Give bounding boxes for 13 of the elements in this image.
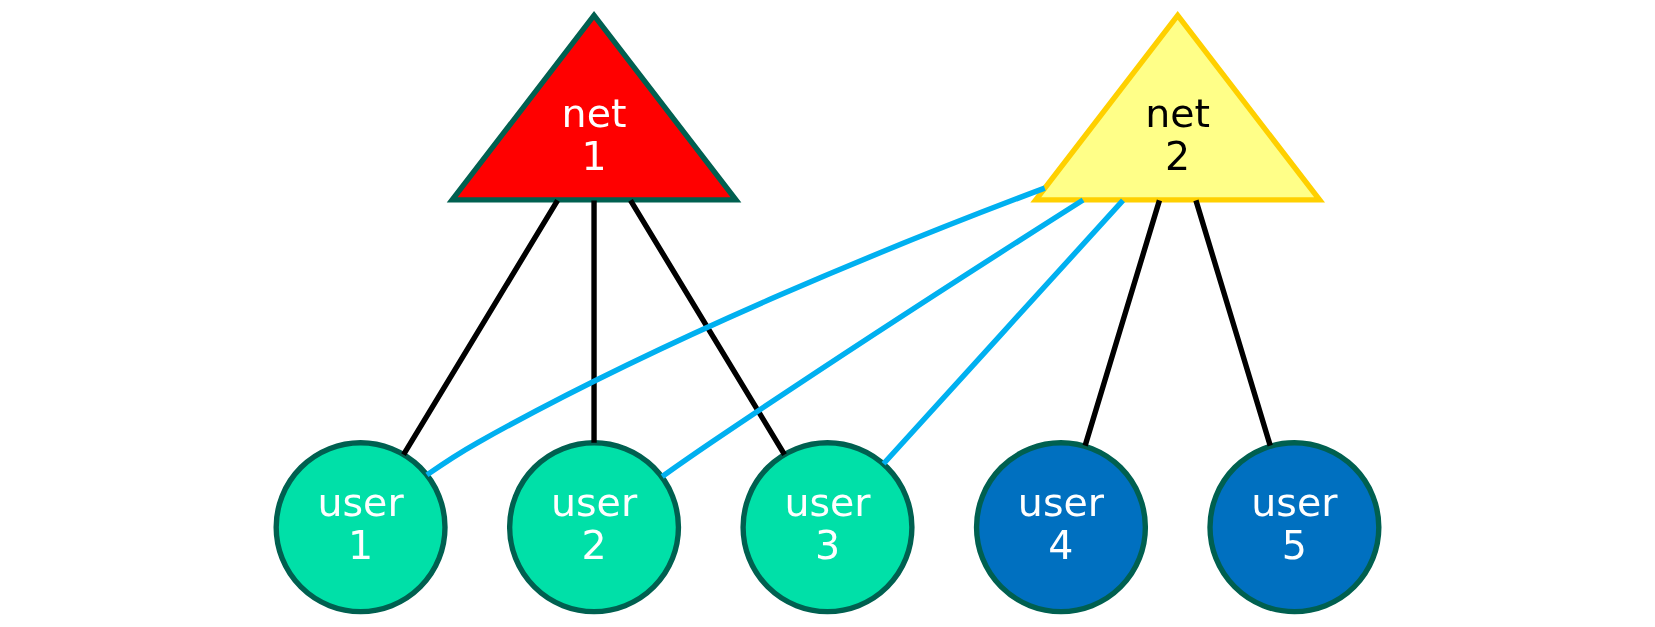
connector	[1193, 199, 1273, 447]
connector	[425, 185, 1046, 478]
connector	[628, 199, 787, 456]
node-circle: user 5	[1207, 440, 1382, 615]
node-circle: user 2	[506, 440, 682, 615]
connector	[881, 198, 1125, 466]
node-circle: user 4	[973, 440, 1149, 615]
node-circle: user 1	[273, 440, 448, 615]
connector	[660, 197, 1085, 479]
connector	[1082, 199, 1163, 447]
node-circle: user 3	[740, 440, 915, 615]
connector	[401, 199, 560, 456]
connector	[591, 200, 597, 443]
